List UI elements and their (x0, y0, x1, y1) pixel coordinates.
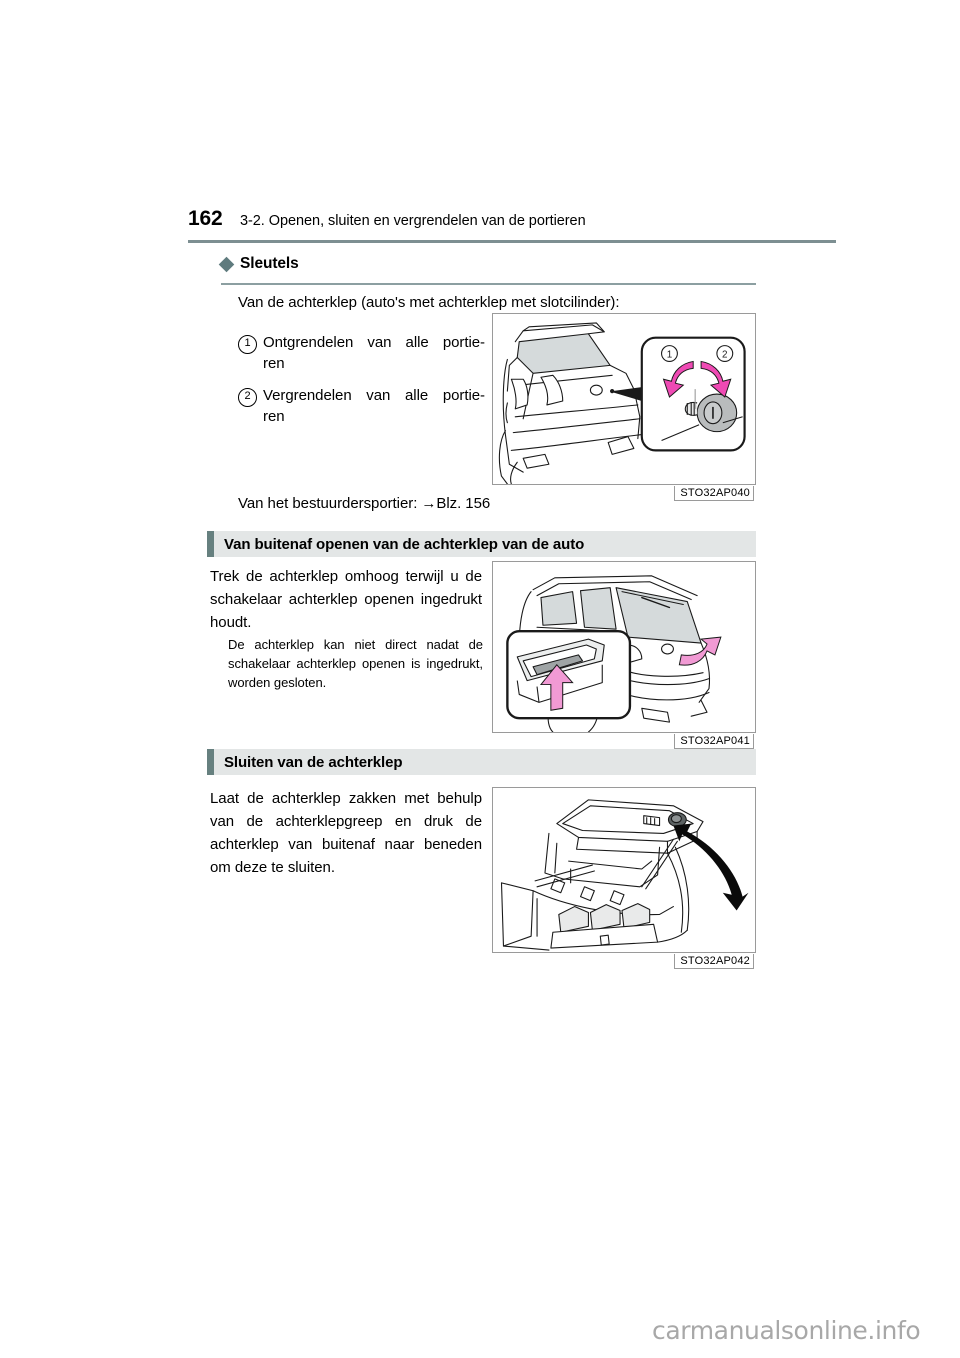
keys-heading-label: Sleutels (240, 255, 299, 272)
section-header-close-tailgate-label: Sluiten van de achterklep (224, 753, 403, 771)
figure-code: STO32AP041 (674, 734, 754, 749)
keys-heading-divider (221, 283, 756, 285)
press-arrow (539, 664, 574, 711)
section-header-open-tailgate-label: Van buitenaf openen van de achterklep va… (224, 535, 585, 553)
svg-text:1: 1 (667, 349, 673, 360)
keys-heading: Sleutels (218, 255, 299, 273)
open-tailgate-note: De achterklep kan niet direct nadat de s… (228, 637, 483, 690)
list-item-text: Ontgrendelen van alle portie- ren (263, 332, 485, 374)
driver-door-reference: Van het bestuurdersportier: →Blz. 156 (238, 495, 491, 512)
figure-tailgate-grip-illustration (500, 799, 749, 951)
figure-key-cylinder-illustration: 1 2 (498, 322, 746, 484)
list-item-line: Ontgrendelen van alle portie- (263, 334, 485, 351)
diamond-bullet-icon (218, 256, 235, 272)
close-tailgate-paragraph: Laat de achterklep zakken met behulp van… (210, 790, 482, 876)
keys-numbered-list: 1 Ontgrendelen van alle portie- ren 2 Ve… (238, 332, 488, 438)
figure-tailgate-grip: STO32AP042 (492, 787, 756, 969)
chapter-title: 3-2. Openen, sluiten en vergrendelen van… (240, 213, 586, 229)
list-item-line: ren (263, 355, 285, 372)
figure-code: STO32AP042 (674, 954, 754, 969)
page-header: 162 3-2. Openen, sluiten en vergrendelen… (188, 207, 836, 231)
figure-tailgate-switch-illustration (506, 575, 722, 732)
figure-tailgate-switch: STO32AP041 (492, 561, 756, 749)
circled-number-2-icon: 2 (238, 388, 257, 407)
page-number: 162 (188, 207, 223, 230)
rotation-arrows: 1 2 (661, 345, 734, 398)
site-watermark: carmanualsonline.info (652, 1316, 921, 1345)
figure-key-cylinder: 1 2 STO32AP040 (492, 313, 756, 501)
list-item: 1 Ontgrendelen van alle portie- ren (238, 332, 488, 374)
circled-number-1-icon: 1 (238, 335, 257, 354)
section-header-close-tailgate: Sluiten van de achterklep (207, 749, 756, 775)
header-divider (188, 240, 836, 243)
svg-text:2: 2 (722, 349, 728, 360)
lift-arrow (678, 636, 722, 666)
list-item: 2 Vergrendelen van alle portie- ren (238, 385, 488, 427)
push-arrow (673, 823, 749, 911)
list-item-text: Vergrendelen van alle portie- ren (263, 385, 485, 427)
keys-lead-text: Van de achterklep (auto's met achterklep… (238, 294, 620, 311)
figure-code: STO32AP040 (674, 486, 754, 501)
list-item-line: Vergrendelen van alle portie- (263, 387, 485, 404)
section-header-open-tailgate: Van buitenaf openen van de achterklep va… (207, 531, 756, 557)
list-item-line: ren (263, 408, 285, 425)
open-tailgate-paragraph: Trek de achterklep omhoog terwijl u de s… (210, 568, 482, 631)
